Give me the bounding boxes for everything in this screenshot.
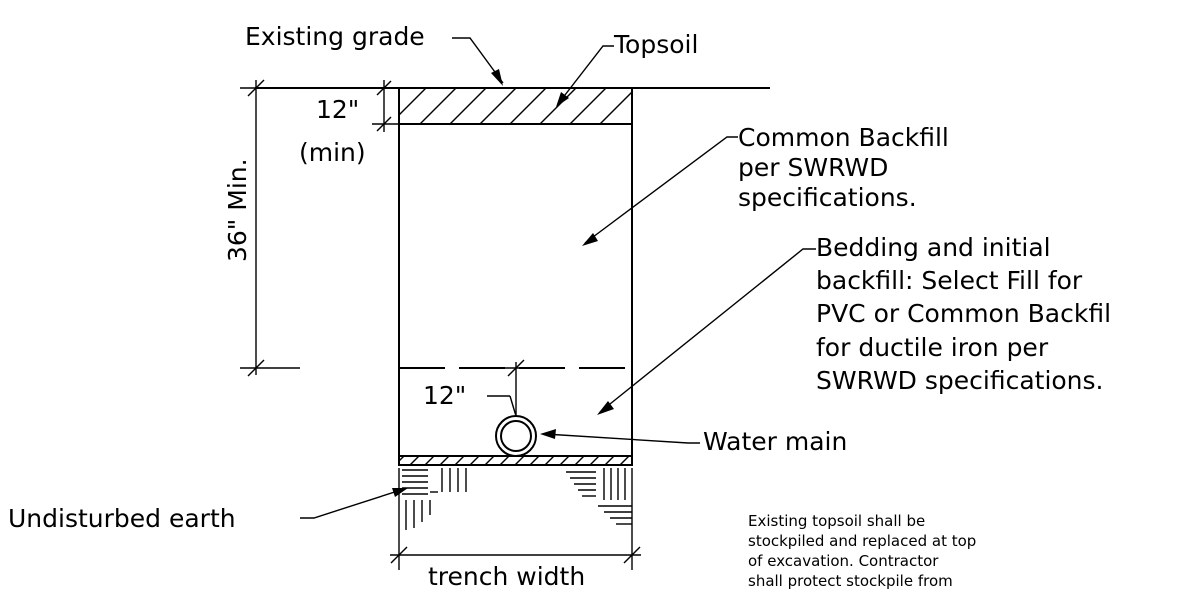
topsoil-arrowhead [556,92,569,107]
undisturbed-earth-hatch-right [566,468,632,525]
topsoil-hatch [399,88,632,124]
dimension-36-min [240,79,300,377]
svg-text:shall protect stockpile from: shall protect stockpile from [748,572,953,590]
svg-text:Bedding and initial: Bedding and initial [816,233,1051,262]
topsoil-leader [557,45,614,105]
dimension-12-topsoil [372,80,398,132]
common-backfill-arrowhead [582,233,598,246]
water-main-label: Water main [703,427,847,456]
dimension-trench-width [390,468,641,570]
pipe-dimension-12-label: 12" [423,381,466,410]
existing-grade-arrowhead [491,69,503,86]
common-backfill-label: Common Backfill per SWRWD specifications… [738,123,949,212]
dimension-36-min-label: 36" Min. [223,158,252,262]
dimension-12-label: 12" [316,95,359,124]
svg-text:backfill: Select Fill for: backfill: Select Fill for [816,266,1083,295]
svg-text:specifications.: specifications. [738,183,917,212]
svg-text:for ductile iron per: for ductile iron per [816,333,1049,362]
water-main-pipe-inner [500,420,532,452]
svg-text:Existing topsoil shall be: Existing topsoil shall be [748,512,925,530]
undisturbed-earth-hatch-left [402,468,467,530]
undisturbed-earth-leader [300,488,405,519]
undisturbed-earth-arrowhead [392,488,408,497]
svg-text:stockpiled and replaced at top: stockpiled and replaced at top [748,532,976,550]
water-main-leader [544,433,700,444]
svg-text:of excavation. Contractor: of excavation. Contractor [748,552,939,570]
topsoil-note: Existing topsoil shall be stockpiled and… [748,512,976,590]
dimension-min-label: (min) [299,138,366,167]
svg-text:PVC or Common Backfil: PVC or Common Backfil [816,299,1111,328]
topsoil-label: Topsoil [613,30,698,59]
dimension-12-pipe [479,359,560,417]
svg-text:Common Backfill: Common Backfill [738,123,949,152]
bedding-label: Bedding and initial backfill: Select Fil… [816,233,1111,395]
bedding-leader [599,248,816,413]
common-backfill-leader [584,136,738,244]
existing-grade-label: Existing grade [245,22,425,51]
bedding-band-hatch [399,456,630,465]
trench-width-label: trench width [428,562,585,591]
undisturbed-earth-label: Undisturbed earth [8,504,236,533]
bedding-arrowhead [597,401,614,415]
svg-text:SWRWD specifications.: SWRWD specifications. [816,366,1104,395]
svg-text:per SWRWD: per SWRWD [738,153,888,182]
water-main-arrowhead [540,429,556,439]
existing-grade-leader [452,37,504,84]
